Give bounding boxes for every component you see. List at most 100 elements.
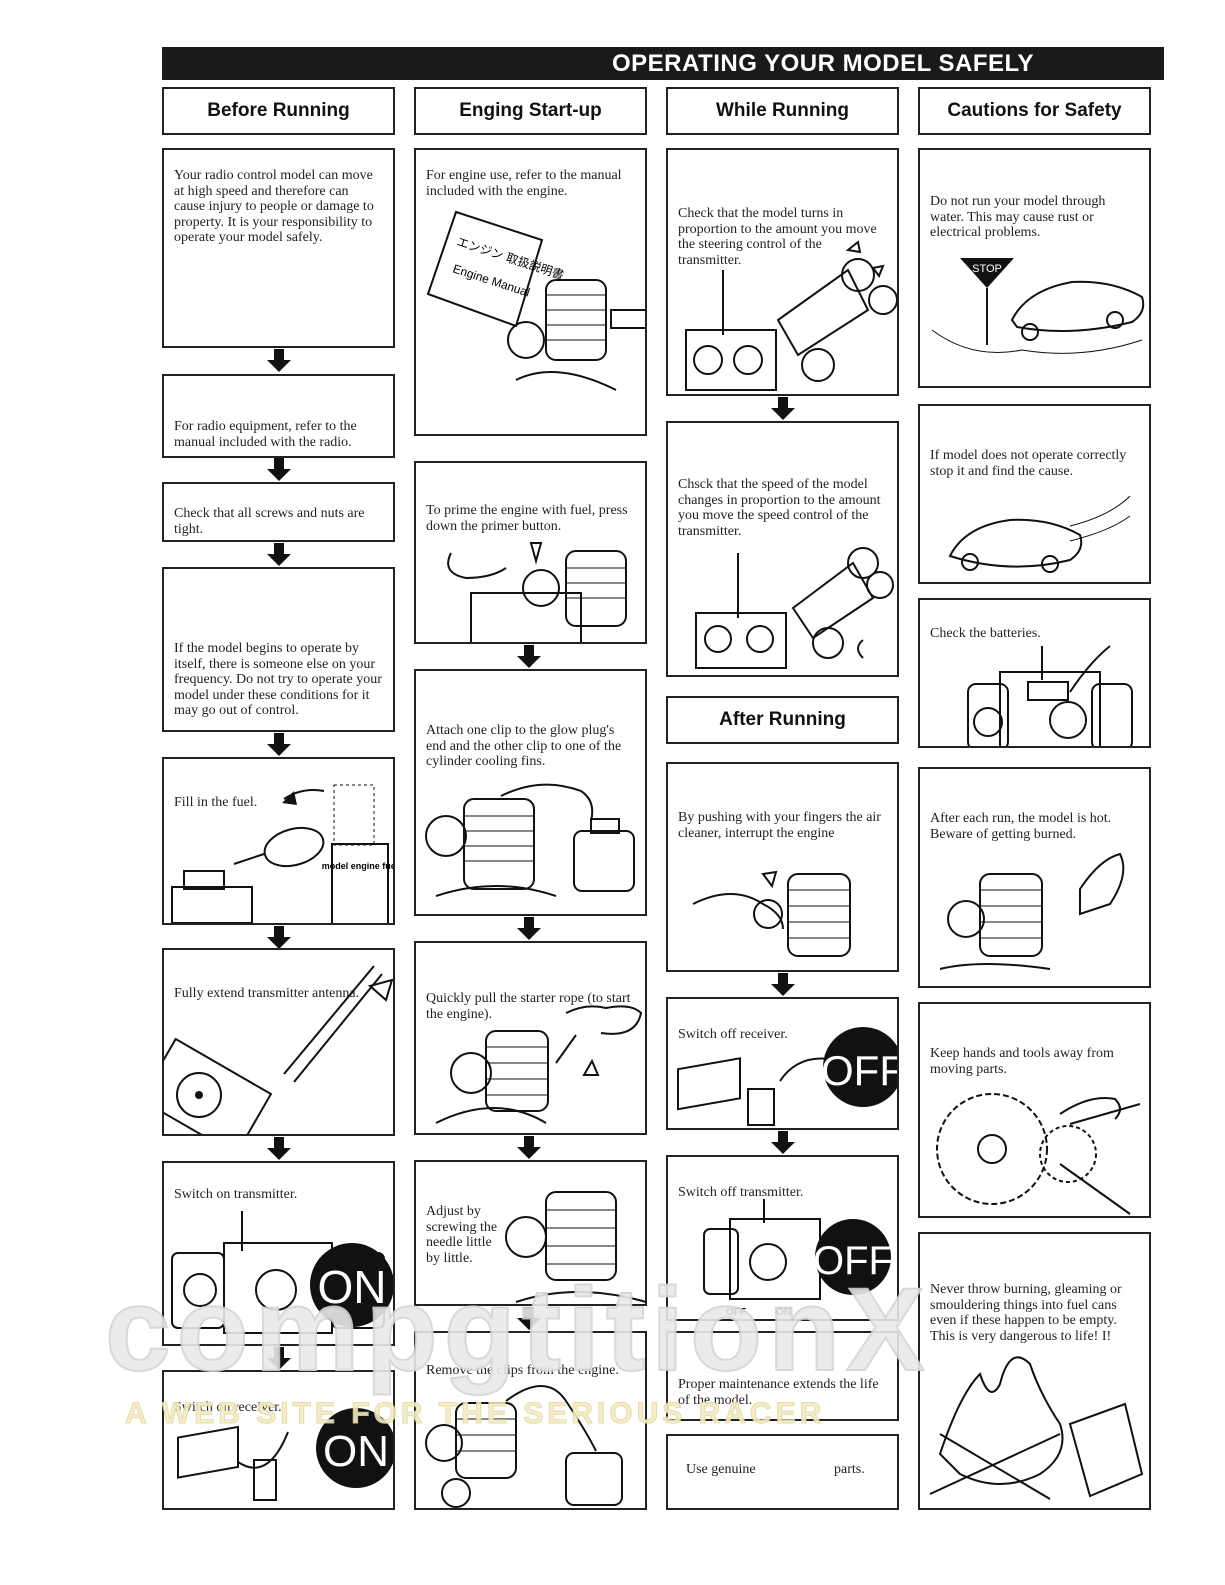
caution-5: Keep hands and tools away from moving pa… bbox=[918, 1002, 1151, 1218]
step-text: To prime the engine with fuel, press dow… bbox=[426, 503, 628, 534]
step-text: If model does not operate correctly stop… bbox=[930, 448, 1127, 479]
speed-check-illustration bbox=[695, 547, 894, 669]
remove-clips-illustration bbox=[425, 1385, 623, 1508]
step-text: Adjust by screwing the needle little by … bbox=[426, 1204, 498, 1266]
step-text: After each run, the model is hot. Beware… bbox=[930, 811, 1112, 842]
down-arrow-icon bbox=[267, 349, 291, 372]
step-text: Check the batteries. bbox=[930, 626, 1041, 641]
step-text: Switch off receiver. bbox=[678, 1027, 788, 1042]
primer-button-illustration bbox=[447, 542, 627, 642]
step-text: Fill in the fuel. bbox=[174, 795, 258, 810]
startup-step-6: Remove the clips from the engine. bbox=[414, 1331, 647, 1510]
off-small-label: OFF bbox=[726, 1307, 746, 1318]
step-text: Never throw burning, gleaming or smoulde… bbox=[930, 1282, 1122, 1344]
receiver-on-illustration: ON bbox=[177, 1408, 393, 1501]
engine-manual-illustration: エンジン 取扱説明書 Engine Manual bbox=[426, 210, 645, 391]
after-step-5: Use genuine parts. bbox=[666, 1434, 899, 1510]
step-text: For engine use, refer to the manual incl… bbox=[426, 168, 622, 199]
step-text: Attach one clip to the glow plug's end a… bbox=[426, 723, 622, 769]
after-step-2: Switch off receiver. OFF bbox=[666, 997, 899, 1130]
down-arrow-icon bbox=[267, 1137, 291, 1160]
off-label: OFF bbox=[821, 1047, 899, 1094]
transmitter-on-illustration: ON bbox=[171, 1211, 393, 1334]
header-engine-startup: Enging Start-up bbox=[414, 87, 647, 135]
after-step-3: Switch off transmitter. OFF OFF ON bbox=[666, 1155, 899, 1321]
caution-3: Check the batteries. bbox=[918, 598, 1151, 748]
caution-2: If model does not operate correctly stop… bbox=[918, 404, 1151, 584]
steering-check-illustration bbox=[685, 240, 897, 391]
down-arrow-icon bbox=[267, 543, 291, 566]
step-text: Switch off transmitter. bbox=[678, 1185, 804, 1200]
step-text: Switch on receiver. bbox=[174, 1400, 282, 1415]
step-text: Chsck that the speed of the model change… bbox=[678, 477, 881, 539]
transmitter-off-illustration: OFF OFF ON bbox=[703, 1199, 893, 1318]
after-step-1: By pushing with your fingers the air cle… bbox=[666, 762, 899, 972]
page-title: OPERATING YOUR MODEL SAFELY bbox=[162, 47, 1164, 80]
step-text: Check that all screws and nuts are tight… bbox=[174, 506, 365, 537]
interrupt-engine-illustration bbox=[692, 870, 851, 957]
down-arrow-icon bbox=[267, 1347, 291, 1370]
down-arrow-icon bbox=[771, 973, 795, 996]
step-text: For radio equipment, refer to the manual… bbox=[174, 419, 357, 450]
fuel-bottle-illustration: model engine fuel bbox=[171, 784, 393, 923]
startup-step-4: Quickly pull the starter rope (to start … bbox=[414, 941, 647, 1135]
on-small-label: ON bbox=[776, 1307, 791, 1318]
step-text: Check that the model turns in proportion… bbox=[678, 206, 877, 268]
before-step-4: If the model begins to operate by itself… bbox=[162, 567, 395, 732]
step-text: Use genuine bbox=[686, 1462, 756, 1477]
down-arrow-icon bbox=[267, 926, 291, 949]
battery-check-illustration bbox=[967, 645, 1133, 746]
caution-6: Never throw burning, gleaming or smoulde… bbox=[918, 1232, 1151, 1510]
down-arrow-icon bbox=[267, 733, 291, 756]
caution-1: Do not run your model through water. Thi… bbox=[918, 148, 1151, 388]
fire-fuel-can-illustration bbox=[929, 1356, 1144, 1500]
while-step-1: Check that the model turns in proportion… bbox=[666, 148, 899, 396]
before-step-2: For radio equipment, refer to the manual… bbox=[162, 374, 395, 458]
on-label: ON bbox=[318, 1261, 387, 1313]
water-stop-illustration: STOP bbox=[931, 258, 1145, 354]
down-arrow-icon bbox=[517, 1307, 541, 1330]
before-step-6: Fully extend transmitter antenna. bbox=[162, 948, 395, 1136]
step-text: Your radio control model can move at hig… bbox=[174, 168, 374, 245]
startup-step-2: To prime the engine with fuel, press dow… bbox=[414, 461, 647, 644]
startup-step-5: Adjust by screwing the needle little by … bbox=[414, 1160, 647, 1306]
down-arrow-icon bbox=[771, 1131, 795, 1154]
header-cautions: Cautions for Safety bbox=[918, 87, 1151, 135]
before-step-5: Fill in the fuel. model engine fuel bbox=[162, 757, 395, 925]
step-text: Proper maintenance extends the life of t… bbox=[678, 1377, 879, 1408]
header-while-running: While Running bbox=[666, 87, 899, 135]
stop-label: STOP bbox=[972, 263, 1002, 275]
step-text: Keep hands and tools away from moving pa… bbox=[930, 1046, 1114, 1077]
needle-adjust-illustration bbox=[505, 1191, 645, 1303]
down-arrow-icon bbox=[517, 1136, 541, 1159]
receiver-off-illustration: OFF bbox=[677, 1027, 899, 1126]
step-text: Do not run your model through water. Thi… bbox=[930, 194, 1106, 240]
while-step-2: Chsck that the speed of the model change… bbox=[666, 421, 899, 677]
stop-car-illustration bbox=[948, 495, 1131, 573]
step-text: By pushing with your fingers the air cle… bbox=[678, 810, 881, 841]
down-arrow-icon bbox=[517, 645, 541, 668]
step-text: Quickly pull the starter rope (to start … bbox=[426, 991, 631, 1022]
glow-clip-illustration bbox=[425, 783, 635, 897]
down-arrow-icon bbox=[267, 458, 291, 481]
starter-rope-illustration bbox=[435, 1005, 643, 1124]
hot-engine-illustration bbox=[939, 852, 1125, 970]
moving-parts-illustration bbox=[936, 1093, 1141, 1215]
before-step-3: Check that all screws and nuts are tight… bbox=[162, 482, 395, 542]
header-after-running: After Running bbox=[666, 696, 899, 744]
on-label: ON bbox=[323, 1427, 389, 1476]
step-text: Fully extend transmitter antenna. bbox=[174, 986, 360, 1001]
startup-step-3: Attach one clip to the glow plug's end a… bbox=[414, 669, 647, 916]
before-step-7: Switch on transmitter. ON bbox=[162, 1161, 395, 1346]
caution-4: After each run, the model is hot. Beware… bbox=[918, 767, 1151, 988]
step-text: If the model begins to operate by itself… bbox=[174, 641, 382, 718]
down-arrow-icon bbox=[771, 397, 795, 420]
down-arrow-icon bbox=[517, 917, 541, 940]
startup-step-1: For engine use, refer to the manual incl… bbox=[414, 148, 647, 436]
before-step-8: Switch on receiver. ON bbox=[162, 1370, 395, 1510]
off-label: OFF bbox=[813, 1239, 893, 1283]
transmitter-antenna-illustration bbox=[164, 965, 393, 1134]
step-text: parts. bbox=[834, 1462, 865, 1477]
step-text: Remove the clips from the engine. bbox=[426, 1363, 619, 1378]
step-text: Switch on transmitter. bbox=[174, 1187, 298, 1202]
